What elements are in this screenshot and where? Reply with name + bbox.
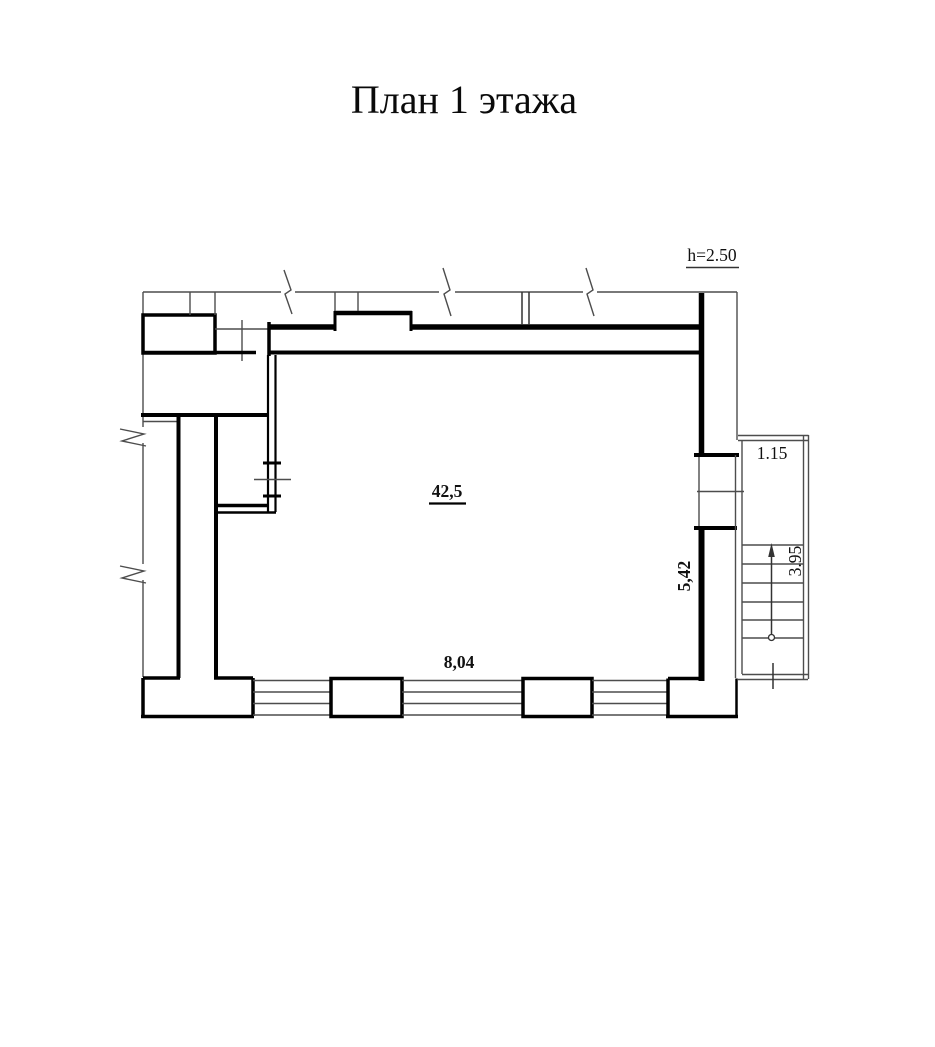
break-mark-icon (283, 269, 293, 315)
width-dimension-label: 8,04 (444, 652, 475, 672)
right-wall (694, 292, 744, 681)
bottom-wall (141, 676, 738, 719)
stair-steps (742, 544, 804, 639)
top-left-room (141, 292, 268, 361)
depth-dimension-label: 5,42 (674, 561, 694, 592)
corner-pier (666, 676, 738, 719)
break-mark-icon (442, 267, 452, 317)
wall-pier (329, 676, 404, 719)
window-strip (592, 679, 668, 716)
stair-entry-width-label: 1.15 (757, 443, 788, 463)
ceiling-height-label: h=2.50 (687, 245, 736, 265)
window-strip (253, 679, 331, 716)
stair-direction-arrow-icon (767, 543, 776, 642)
dimension-labels: 42,5 8,04 5,42 1.15 3.95 (429, 443, 805, 672)
room-area-label: 42,5 (432, 481, 463, 501)
page-title: План 1 этажа (351, 77, 578, 122)
top-wall (267, 292, 703, 356)
ceiling-height-note: h=2.50 (686, 245, 739, 269)
break-mark-icon (585, 267, 595, 317)
left-corridor (141, 413, 269, 678)
break-mark-icon (119, 428, 147, 447)
window-strip (402, 679, 523, 716)
wall-pier (521, 676, 594, 719)
outer-boundary-lines (119, 267, 737, 677)
break-mark-icon (119, 565, 147, 584)
stair-flight-length-label: 3.95 (785, 545, 805, 576)
closet-partition (216, 355, 291, 514)
staircase (738, 434, 810, 689)
